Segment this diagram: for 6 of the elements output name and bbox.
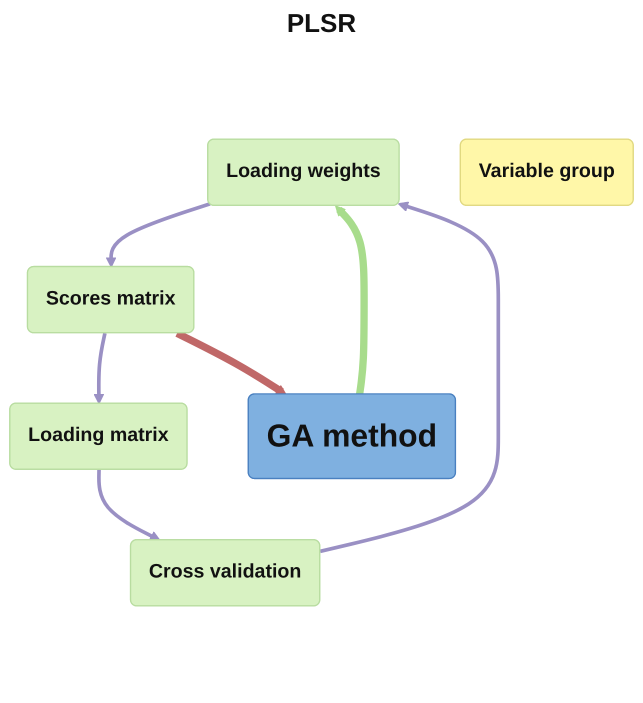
arrow: [106, 202, 211, 268]
arrow: [93, 332, 107, 404]
diagram-label: PLSR: [286, 8, 356, 38]
arrow: [320, 202, 500, 554]
arrow: [335, 205, 368, 396]
arrow: [97, 470, 160, 541]
